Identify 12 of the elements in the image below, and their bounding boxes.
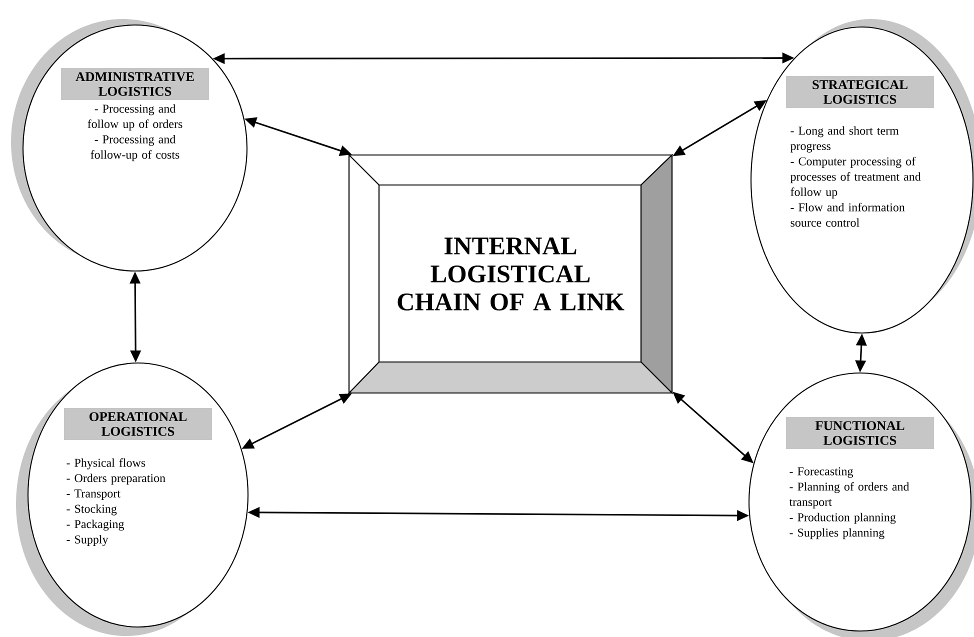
ellipse-node: OPERATIONAL LOGISTICS - Physical flows - Orders preparation - Transport - Stocking - Packaging - Supply xyxy=(16,362,249,636)
node-label: - Physical flows xyxy=(66,458,146,470)
ellipse-node: STRATEGICAL LOGISTICS - Long and short term progress - Computer processing of processes of treatment and follow up - Flow and information source control xyxy=(750,19,974,334)
node-label: OPERATIONAL LOGISTICS xyxy=(90,412,187,436)
node-label: - Stocking xyxy=(66,504,117,516)
node-label: - Orders preparation xyxy=(66,474,166,485)
node-label: - Packaging xyxy=(66,520,124,531)
ellipse-node: ADMINISTRATIVE LOGISTICS - Processing and follow up of orders - Processing and follow-up of costs xyxy=(11,19,248,272)
node-label: - Transport xyxy=(66,490,120,500)
node-label: - Supply xyxy=(66,535,108,546)
ellipse-node: FUNCTIONAL LOGISTICS - Forecasting - Planning of orders and transport - Production planning - Supplies planning xyxy=(748,372,974,637)
bevel-box: INTERNAL LOGISTICAL CHAIN OF A LINK xyxy=(348,154,674,394)
